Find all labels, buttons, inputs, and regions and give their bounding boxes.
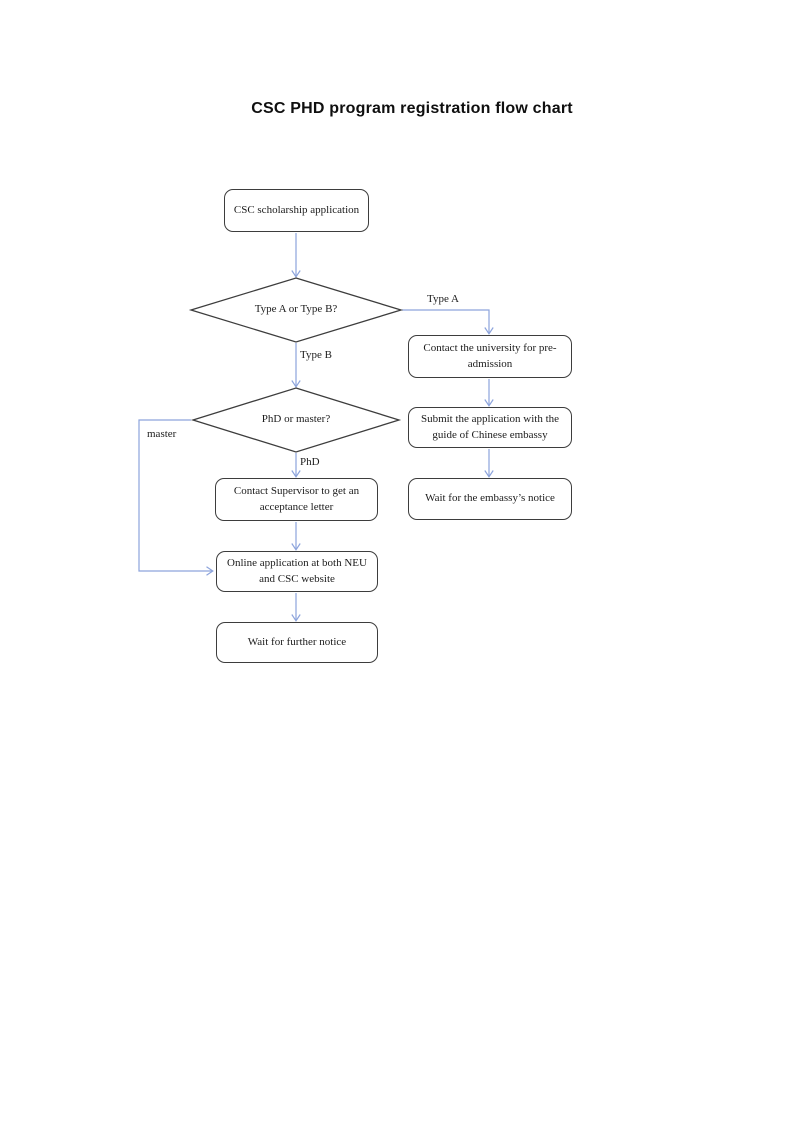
arrowhead-master — [206, 566, 214, 576]
arrowhead-type-a — [484, 327, 494, 335]
arrowhead-university-to-submit — [484, 399, 494, 407]
type-decision-label: Type A or Type B? — [254, 303, 338, 315]
node-wait-embassy: Wait for the embassy’s notice — [408, 478, 572, 520]
connector-master — [138, 419, 212, 572]
connector-type-a — [402, 309, 490, 333]
edge-label-master: master — [147, 428, 177, 440]
arrowhead-phd — [291, 470, 301, 478]
arrowhead-type-b — [291, 380, 301, 388]
edge-label-type-a: Type A — [427, 293, 459, 305]
node-contact-supervisor: Contact Supervisor to get an acceptance … — [215, 478, 378, 521]
arrowhead-online-to-wait — [291, 614, 301, 622]
node-submit-application: Submit the application with the guide of… — [408, 407, 572, 448]
degree-decision-diamond — [190, 387, 402, 453]
node-start: CSC scholarship application — [224, 189, 369, 232]
arrowhead-start-to-type-decision — [291, 270, 301, 278]
node-online-application: Online application at both NEU and CSC w… — [216, 551, 378, 592]
type-decision-diamond — [188, 277, 404, 343]
node-wait-further: Wait for further notice — [216, 622, 378, 663]
edge-label-phd: PhD — [300, 456, 320, 468]
degree-decision-label: PhD or master? — [261, 413, 331, 425]
arrowhead-supervisor-to-online — [291, 543, 301, 551]
arrowhead-submit-to-embassy — [484, 470, 494, 478]
node-contact-university: Contact the university for pre-admission — [408, 335, 572, 378]
edge-label-type-b: Type B — [300, 349, 332, 361]
page-title: CSC PHD program registration flow chart — [251, 100, 573, 117]
